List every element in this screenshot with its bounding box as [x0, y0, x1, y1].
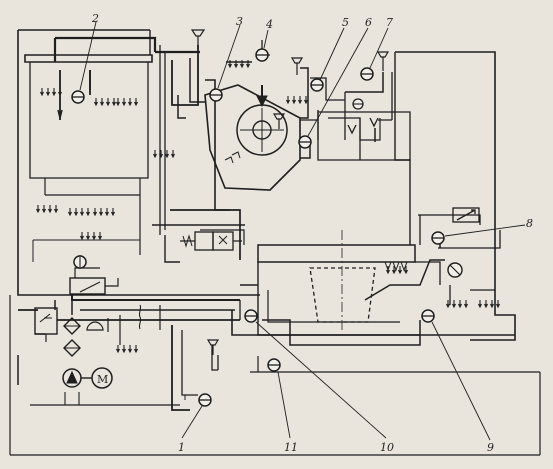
- callout-10: 10: [380, 441, 394, 454]
- spindle-head: [152, 45, 301, 260]
- callout-9: 9: [487, 441, 494, 454]
- pressure-gauge-11: [267, 358, 281, 372]
- pressure-gauge-5: [310, 78, 324, 92]
- level-switch: [352, 98, 364, 110]
- callout-1: 1: [178, 441, 185, 454]
- pressure-gauge-left: [73, 255, 87, 269]
- pressure-gauge-4: [255, 48, 269, 62]
- callout-6: 6: [365, 16, 372, 29]
- upper-housing: [24, 36, 200, 262]
- callout-11: 11: [284, 441, 298, 454]
- callout-7: 7: [386, 16, 393, 29]
- directional-valve: [180, 231, 242, 251]
- main-distribution-lines: [71, 214, 515, 411]
- callout-8: 8: [526, 217, 533, 230]
- pressure-gauge-6: [298, 135, 312, 149]
- workpiece-fixture: [317, 111, 411, 161]
- hydraulic-power-unit: [17, 255, 240, 406]
- pressure-gauge-7: [360, 67, 374, 81]
- pressure-gauge-9: [421, 309, 435, 323]
- machine-frame: [9, 29, 541, 456]
- callout-numbers: 2 3 4 5 6 7 8 9 10 11 1: [91, 12, 533, 454]
- callout-3: 3: [236, 15, 243, 28]
- pressure-gauge-2: [71, 90, 85, 104]
- supply-lines-upper: [89, 30, 393, 159]
- flow-indicator: [447, 262, 463, 278]
- motor-label: M: [97, 373, 108, 386]
- flow-regulator: [452, 207, 480, 223]
- pressure-gauge-3: [209, 88, 223, 102]
- callout-4: 4: [265, 18, 273, 31]
- callout-5: 5: [342, 16, 349, 29]
- drain-funnels: [190, 29, 390, 355]
- pressure-gauge-1: [198, 393, 212, 407]
- callout-2: 2: [91, 12, 99, 25]
- pressure-gauge-10: [244, 309, 258, 323]
- callout-leaders: [79, 21, 526, 441]
- pressure-gauge-8: [431, 231, 445, 245]
